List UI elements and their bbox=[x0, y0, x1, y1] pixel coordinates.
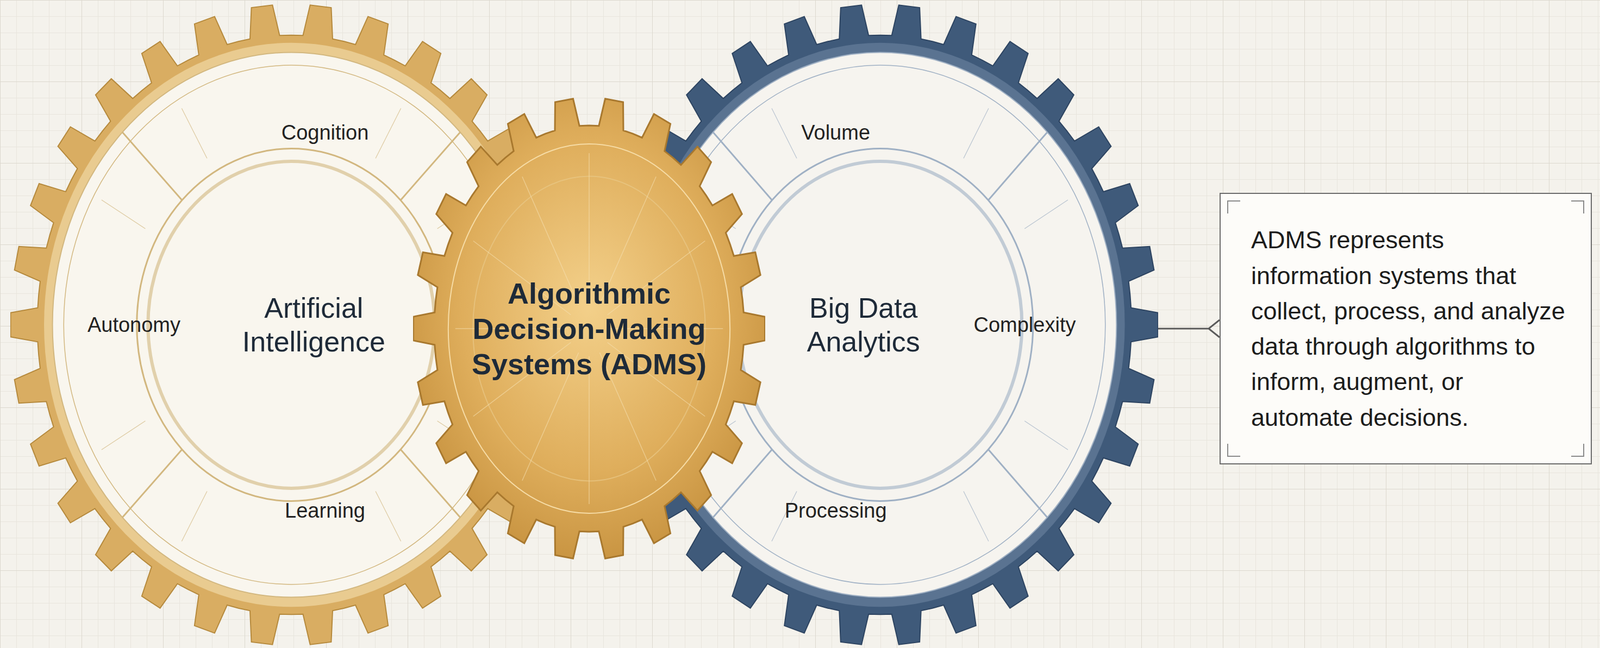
segment-label: Volume bbox=[801, 121, 871, 145]
callout-box: ADMS represents information systems that… bbox=[1219, 192, 1592, 465]
segment-label: Processing bbox=[784, 499, 887, 523]
gear-title: Big Data Analytics bbox=[773, 291, 954, 360]
corner-mark bbox=[1571, 200, 1585, 214]
segment-label: Learning bbox=[284, 499, 366, 523]
ring-segment: Cognition bbox=[281, 121, 370, 145]
segment-label: Cognition bbox=[281, 121, 370, 145]
gear-label: Algorithmic Decision-Making Systems (ADM… bbox=[466, 276, 712, 382]
ring-segment: Autonomy bbox=[87, 313, 181, 337]
segment-label: Autonomy bbox=[87, 313, 181, 337]
gear-label: Artificial Intelligence bbox=[221, 291, 406, 360]
corner-mark bbox=[1571, 444, 1585, 458]
corner-mark bbox=[1227, 200, 1241, 214]
segment-label: Complexity bbox=[973, 313, 1076, 337]
gear-label: Big Data Analytics bbox=[773, 291, 954, 360]
ring-segment: Volume bbox=[801, 121, 871, 145]
ring-segment: Processing bbox=[784, 499, 887, 523]
corner-mark bbox=[1227, 444, 1241, 458]
ring-segment: Learning bbox=[284, 499, 366, 523]
callout-text: ADMS represents information systems that… bbox=[1251, 222, 1570, 436]
leader-line bbox=[1158, 320, 1220, 338]
gear-title: Artificial Intelligence bbox=[221, 291, 406, 360]
center-title: Algorithmic Decision-Making Systems (ADM… bbox=[466, 276, 712, 382]
center-gear: Algorithmic Decision-Making Systems (ADM… bbox=[413, 97, 766, 560]
ring-segment: Complexity bbox=[973, 313, 1076, 337]
